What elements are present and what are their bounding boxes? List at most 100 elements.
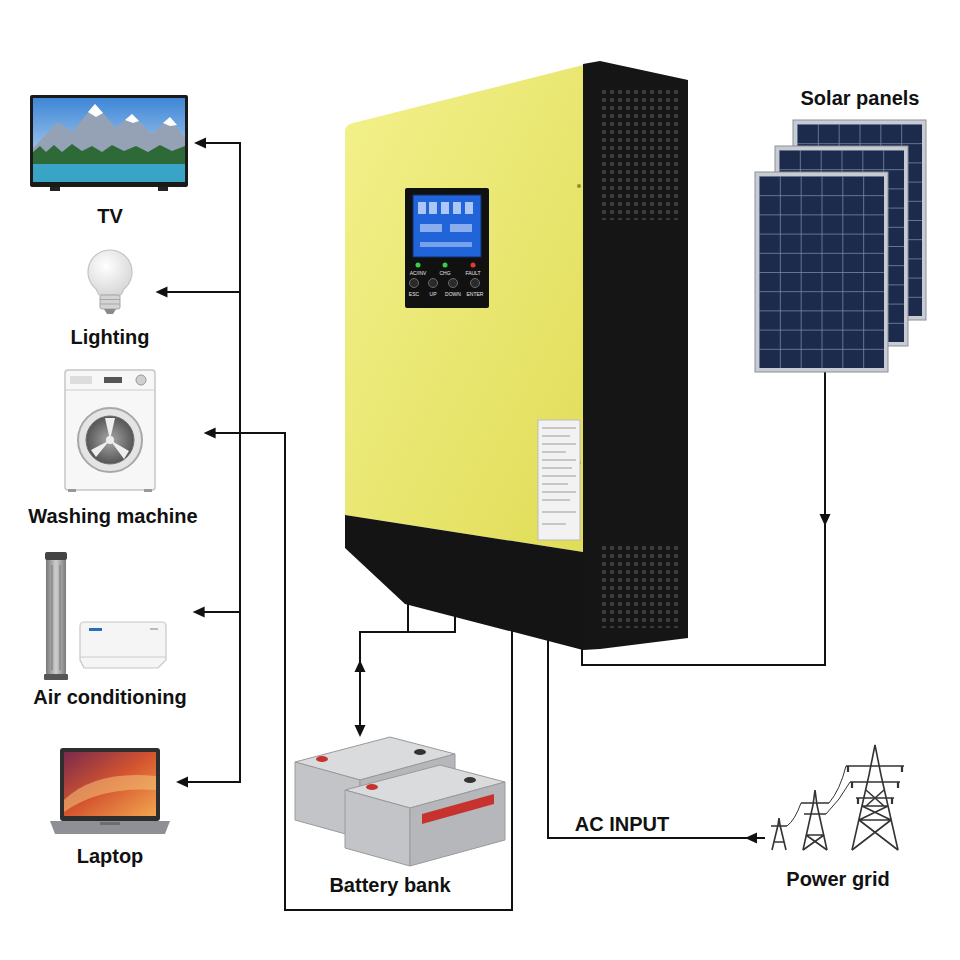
air-conditioner-picture-part [44, 674, 68, 680]
source-box: Power grid [765, 745, 905, 891]
inverter-picture-part [538, 420, 580, 540]
arrow-head [355, 660, 366, 672]
tv-picture-part [30, 95, 188, 187]
device-label: TV [97, 204, 123, 228]
washing-machine-picture-part [65, 390, 155, 391]
tv-picture-part [163, 117, 177, 126]
bulb-picture-part [100, 295, 120, 309]
inverter-picture-part [453, 202, 461, 214]
inverter-picture-part [449, 279, 458, 288]
inverter-picture-part [450, 224, 472, 232]
washing-machine-picture-part [144, 489, 152, 492]
panel-label: CHG [439, 270, 450, 276]
bulb-picture [88, 250, 132, 314]
device-box: TV [24, 89, 194, 234]
air-conditioner-picture-part [80, 622, 166, 668]
bulb-picture-part [104, 309, 116, 314]
tv-picture-part [125, 114, 139, 123]
arrow-head [193, 607, 205, 618]
arrow-head [820, 514, 831, 526]
washing-machine-picture-part [65, 370, 155, 490]
power-grid-picture-part [787, 766, 850, 826]
panel-label: ENTER [467, 291, 484, 297]
air-conditioner-picture-part [89, 628, 102, 631]
inverter-picture-part [465, 202, 473, 214]
bulb-picture-part [100, 304, 120, 305]
device-box: Air conditioning [27, 544, 192, 715]
inverter-picture-part [413, 195, 481, 257]
battery-bank-picture-part [316, 756, 328, 762]
power-grid-picture [771, 745, 904, 850]
device-label: Laptop [77, 844, 144, 868]
panel-label: DOWN [445, 291, 461, 297]
air-conditioner-picture-part [52, 565, 53, 670]
arrow-head [745, 833, 757, 844]
inverter-picture-part [471, 263, 476, 268]
panel-label: AC/INV [410, 270, 427, 276]
bulb-picture-part [100, 299, 120, 300]
washing-machine-picture-part [136, 375, 146, 385]
inverter-picture-part [577, 184, 581, 188]
washing-machine-picture-part [106, 436, 114, 444]
tv-picture-part [33, 98, 185, 182]
washing-machine-picture-part [68, 489, 76, 492]
battery-bank-picture [295, 737, 505, 866]
laptop-picture [50, 748, 170, 834]
inverter-picture-part [410, 279, 419, 288]
inverter-picture-part [420, 224, 442, 232]
inverter-picture-part [443, 263, 448, 268]
wire-label: AC INPUT [573, 813, 671, 835]
arrow-head [155, 287, 167, 298]
inverter-picture-part [418, 202, 426, 214]
battery-bank-picture-part [422, 794, 494, 824]
air-conditioner-picture-part [60, 565, 61, 670]
tv-picture-part [88, 104, 103, 117]
device-label: Solar panels [801, 86, 920, 110]
inverter-picture-part [429, 279, 438, 288]
bulb-picture-part [88, 250, 132, 295]
inverter-box: AC/INVCHGFAULTESCUPDOWNENTER [345, 62, 688, 600]
device-label: Air conditioning [33, 685, 186, 709]
panel-label: FAULT [465, 270, 480, 276]
battery-bank-picture-part [366, 784, 378, 790]
device-box: Lighting [65, 244, 156, 355]
wire-connector [355, 600, 409, 737]
inverter-picture-part [441, 202, 449, 214]
inverter-picture-part [420, 242, 472, 247]
battery-bank-picture-part [414, 749, 426, 755]
battery-bank-picture-part [410, 782, 505, 866]
laptop-picture-part [100, 822, 120, 825]
battery-bank-picture-part [464, 777, 476, 783]
device-label: Washing machine [28, 504, 197, 528]
inverter-picture-part [600, 546, 680, 628]
arrow-head [176, 777, 188, 788]
panel-label: ESC [409, 291, 419, 297]
washing-machine-picture-part [70, 376, 92, 384]
tv-picture-part [33, 144, 185, 166]
air-conditioner-picture-part [46, 556, 66, 676]
device-box: Washing machine [22, 364, 203, 534]
device-label: Power grid [786, 867, 889, 891]
power-grid-picture-part [801, 803, 829, 850]
arrow-head [194, 138, 206, 149]
power-grid-picture-part [848, 766, 902, 804]
air-conditioner-picture-part [80, 657, 166, 658]
washing-machine-picture-part [86, 416, 134, 464]
inverter-picture [345, 61, 688, 650]
power-grid-picture-part [771, 818, 787, 850]
tv-picture [30, 95, 188, 191]
device-label: Lighting [71, 325, 150, 349]
tv-picture-part [158, 187, 168, 191]
solar-panels-picture-part [759, 176, 884, 368]
inverter-picture-part [600, 90, 680, 220]
air-conditioner-picture-part [150, 628, 158, 630]
air-conditioner-picture [44, 552, 166, 680]
inverter-picture-part [429, 202, 437, 214]
washing-machine-picture-part [91, 418, 129, 459]
storage-box: Battery bank [293, 737, 507, 897]
arrow-head [204, 428, 216, 439]
inverter-picture-part [471, 279, 480, 288]
device-box: Laptop [44, 739, 176, 874]
